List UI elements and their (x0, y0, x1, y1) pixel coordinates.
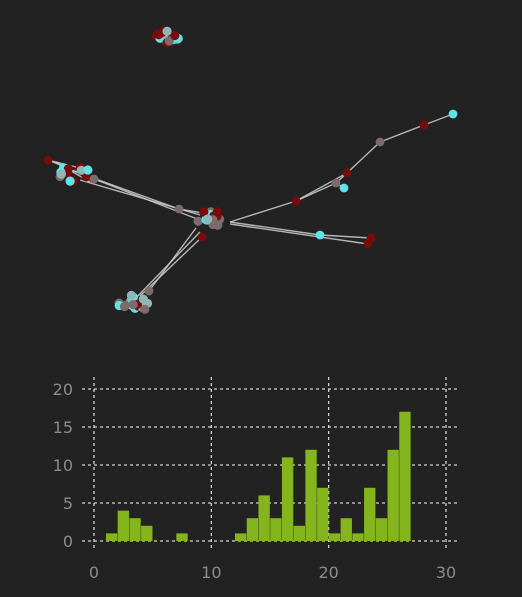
histogram-bar (235, 533, 247, 541)
network-node (375, 137, 385, 147)
x-tick-label: 20 (318, 563, 338, 582)
histogram-bar (387, 449, 399, 541)
network-edge (229, 223, 369, 245)
histogram-bar (105, 533, 118, 541)
network-node (170, 30, 180, 41)
y-tick-label: 0 (63, 532, 73, 551)
x-tick-label: 30 (436, 563, 456, 582)
network-node (140, 304, 150, 314)
network-node (193, 216, 203, 226)
network-node (76, 165, 86, 175)
network-cluster-bottom (114, 290, 153, 314)
network-node (65, 176, 75, 186)
network-cluster-left (55, 162, 93, 186)
network-edge (423, 113, 454, 126)
y-tick-label: 5 (63, 494, 73, 513)
histogram-bar (258, 495, 270, 541)
y-tick-label: 15 (53, 418, 73, 437)
histogram-bar (317, 487, 329, 541)
network-node (43, 155, 53, 165)
network-node (419, 120, 429, 130)
histogram-bar (364, 487, 376, 541)
network-edge (129, 231, 201, 305)
network-node (56, 169, 66, 179)
histogram-bar (246, 518, 259, 541)
histogram-bar (375, 518, 388, 541)
network-edge (295, 172, 348, 202)
network-node (342, 168, 352, 178)
network-edge (148, 227, 197, 292)
network-edge (295, 182, 337, 202)
histogram-chart: 0 5 10 15 20 0 10 20 30 (53, 377, 458, 582)
histogram-bar (305, 449, 317, 541)
histogram-bar (293, 525, 305, 541)
network-node (197, 232, 207, 242)
x-axis-ticks: 0 10 20 30 (89, 563, 456, 582)
network-node (126, 290, 136, 300)
histogram-bar (340, 518, 352, 541)
network-node (366, 233, 376, 243)
y-tick-label: 10 (53, 456, 73, 475)
network-node (291, 196, 301, 206)
network-edge (319, 234, 372, 239)
x-tick-label: 0 (89, 563, 99, 582)
network-edge (346, 141, 381, 174)
histogram-bar (399, 411, 411, 541)
network-node (119, 301, 130, 312)
network-edge (229, 200, 297, 223)
network-node (128, 300, 138, 310)
histogram-bar (281, 457, 294, 541)
network-node (448, 109, 458, 119)
network-cluster-top (151, 26, 183, 48)
histogram-bar (328, 533, 341, 541)
y-tick-label: 20 (53, 380, 73, 399)
network-cluster-center (193, 207, 225, 230)
network-node (144, 286, 154, 296)
network-node (162, 26, 172, 36)
network-node (89, 174, 99, 184)
network-edge (379, 124, 425, 143)
network-edge (93, 178, 206, 223)
network-node (212, 207, 222, 217)
network-edge (229, 221, 321, 236)
network-node (202, 214, 212, 224)
network-node (174, 204, 184, 214)
histogram-bar (352, 533, 364, 541)
y-axis-ticks: 0 5 10 15 20 (53, 380, 73, 551)
network-node (315, 230, 325, 240)
network-node (339, 183, 349, 193)
histogram-bar (141, 525, 153, 541)
network-node (331, 178, 341, 188)
histogram-bar (129, 518, 141, 541)
bar-series (105, 411, 411, 541)
network-edge (139, 236, 203, 297)
x-tick-label: 10 (201, 563, 221, 582)
network-graph (43, 26, 458, 314)
network-node (138, 294, 148, 304)
histogram-bar (270, 518, 282, 541)
network-node (199, 207, 209, 217)
histogram-bar (117, 510, 129, 541)
histogram-bar (176, 533, 188, 541)
network-node (83, 165, 93, 175)
network-node (154, 29, 164, 40)
